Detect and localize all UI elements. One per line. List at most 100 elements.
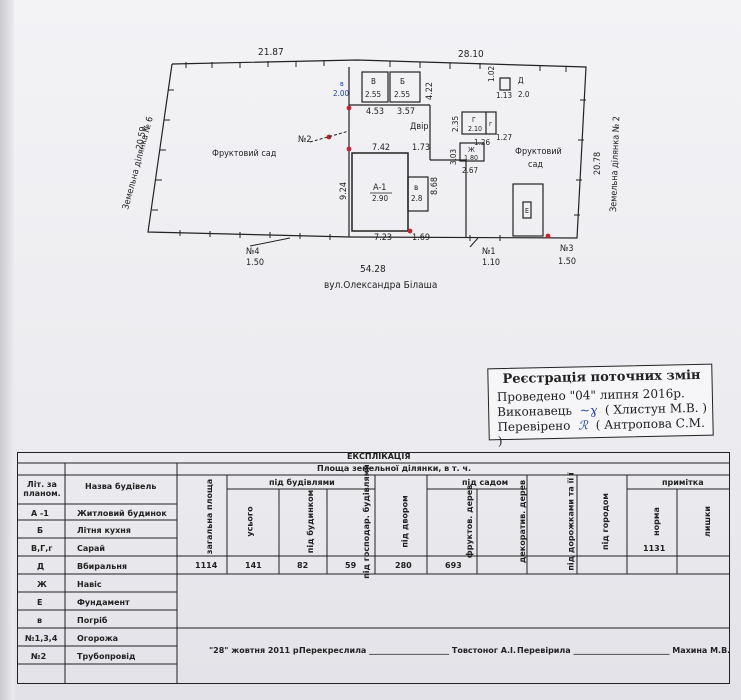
barn-height: 2.55 bbox=[365, 90, 381, 99]
house-code: A-1 bbox=[373, 183, 386, 193]
row-lit: №1,3,4 bbox=[25, 634, 58, 643]
col-total-header: загальна площа bbox=[205, 478, 215, 555]
top-right-length: 28.10 bbox=[458, 49, 484, 60]
row-lit: в bbox=[37, 616, 43, 625]
canopy-depth: 3.03 bbox=[449, 149, 458, 165]
house-top: 7.42 bbox=[372, 143, 390, 153]
col-excess-header: лишки bbox=[703, 506, 712, 537]
explication-table: ЕКСПЛІКАЦІЯ Площа земельної ділянки, в т… bbox=[17, 452, 730, 684]
shed-height: 2.10 bbox=[468, 125, 482, 133]
col-norm-header: норма bbox=[651, 507, 661, 536]
cellar-code: в bbox=[340, 80, 344, 88]
toilet-depth: 1.02 bbox=[487, 66, 496, 82]
footer-date: "28" жовтня 2011 р. bbox=[209, 646, 302, 655]
shed-depth: 2.35 bbox=[451, 116, 460, 132]
kitchen-height: 2.55 bbox=[394, 90, 410, 99]
col-decor-header: декоратив. дерев bbox=[518, 479, 528, 564]
house-top2: 1.73 bbox=[412, 143, 430, 153]
page-fold-shadow bbox=[0, 0, 14, 700]
kitchen-width: 3.57 bbox=[397, 107, 415, 117]
row-name: Житловий будинок bbox=[77, 509, 167, 518]
checker-signature-icon: ℛ bbox=[578, 418, 588, 433]
shed-sub: г bbox=[489, 120, 492, 128]
value-residential: 82 bbox=[297, 561, 309, 570]
toilet-height: 2.0 bbox=[518, 90, 530, 99]
stamp-title: Реєстрація поточних змін bbox=[502, 367, 701, 388]
row-lit: В,Г,г bbox=[31, 544, 53, 553]
row-name: Огорожа bbox=[77, 634, 119, 643]
house-right: 8.68 bbox=[430, 177, 440, 195]
row-lit: А -1 bbox=[31, 509, 49, 518]
row-name: Сарай bbox=[77, 544, 105, 553]
row-name: Фундамент bbox=[77, 598, 130, 607]
row-name: Літня кухня bbox=[77, 526, 131, 535]
house-left: 9.24 bbox=[339, 182, 349, 200]
garden-right-1: Фруктовий bbox=[515, 147, 562, 157]
canopy-zh bbox=[459, 142, 485, 162]
col-under-buildings-header: під будівлями bbox=[269, 478, 335, 487]
foundation-code: Е bbox=[525, 207, 529, 215]
shed-code: Г bbox=[472, 116, 476, 124]
shed-width2: 1.27 bbox=[496, 133, 512, 142]
stamp-executor-name: ( Хлистун М.В. ) bbox=[604, 400, 708, 417]
house-bottom2: 1.69 bbox=[412, 233, 430, 243]
yard-label: Двір bbox=[410, 122, 429, 132]
col-notes-header: примітка bbox=[662, 478, 704, 487]
porch bbox=[407, 176, 429, 212]
toilet-width: 1.13 bbox=[496, 91, 512, 100]
footer-redrew: Перекреслила ____________________ Товсто… bbox=[299, 646, 517, 655]
table-subtitle: Площа земельної ділянки, в т. ч. bbox=[317, 464, 472, 473]
kitchen-depth: 4.22 bbox=[425, 82, 435, 100]
foundation-e bbox=[512, 183, 544, 237]
changes-stamp: Реєстрація поточних змін Проведено "04" … bbox=[487, 363, 714, 448]
garden-left: Фруктовий сад bbox=[212, 149, 277, 159]
table-grid bbox=[17, 452, 730, 684]
canopy-code: Ж bbox=[468, 146, 475, 154]
value-yard: 280 bbox=[395, 561, 412, 570]
bottom-length: 54.28 bbox=[360, 264, 386, 275]
toilet-code: Д bbox=[518, 76, 524, 85]
house-height: 2.90 bbox=[372, 194, 388, 203]
kitchen-b bbox=[389, 71, 421, 103]
col-under-garden-header: під садом bbox=[462, 478, 509, 487]
toilet-d bbox=[499, 77, 511, 91]
row-name: Погріб bbox=[77, 616, 108, 625]
fence-mid-len: 1.10 bbox=[482, 258, 500, 268]
col-residential-header: під будинком bbox=[306, 489, 316, 554]
site-plan: 21.87 28.10 20.59 20.78 Земельна ділянка… bbox=[121, 47, 622, 291]
value-utility: 59 bbox=[345, 561, 357, 570]
col-roads-header: під дорожками та її ї bbox=[566, 472, 576, 571]
value-total: 1114 bbox=[195, 561, 218, 570]
canopy-width: 2.67 bbox=[462, 166, 478, 175]
cellar-height: 2.00 bbox=[333, 89, 349, 98]
fence-right-len: 1.50 bbox=[558, 257, 576, 267]
top-left-length: 21.87 bbox=[258, 47, 284, 58]
row-lit: Б bbox=[37, 526, 44, 535]
row-lit: Д bbox=[37, 562, 45, 571]
garden-right-2: сад bbox=[528, 160, 543, 170]
footer-checked: Перевірила ________________________ Махи… bbox=[517, 646, 731, 655]
fence-right-label: №3 bbox=[560, 244, 574, 254]
barn-code: В bbox=[371, 77, 376, 86]
value-fruit: 693 bbox=[445, 561, 462, 570]
col-yard-header: під двором bbox=[400, 495, 410, 548]
fence-left-label: №4 bbox=[246, 247, 260, 257]
street-name: вул.Олександра Білаша bbox=[324, 279, 437, 291]
pipe-label: №2 bbox=[298, 135, 312, 145]
fence-left-len: 1.50 bbox=[246, 258, 264, 268]
value-norm: 1131 bbox=[643, 544, 666, 553]
col-fruit-header: фруктов. дерев bbox=[465, 484, 475, 559]
barn-width: 4.53 bbox=[366, 107, 384, 117]
row-lit: Ж bbox=[37, 580, 47, 589]
executor-signature-icon: ~ɣ bbox=[579, 403, 598, 418]
row-lit: №2 bbox=[31, 652, 47, 661]
col-all-header: усього bbox=[245, 506, 255, 537]
value-all: 141 bbox=[245, 561, 262, 570]
fence-ticks bbox=[152, 60, 586, 241]
col-vegetable-header: під городом bbox=[600, 493, 610, 550]
shed-width: 1.26 bbox=[474, 138, 490, 147]
row-name: Трубопровід bbox=[77, 652, 136, 661]
right-side-length: 20.78 bbox=[593, 152, 603, 175]
shed-g bbox=[461, 111, 497, 135]
